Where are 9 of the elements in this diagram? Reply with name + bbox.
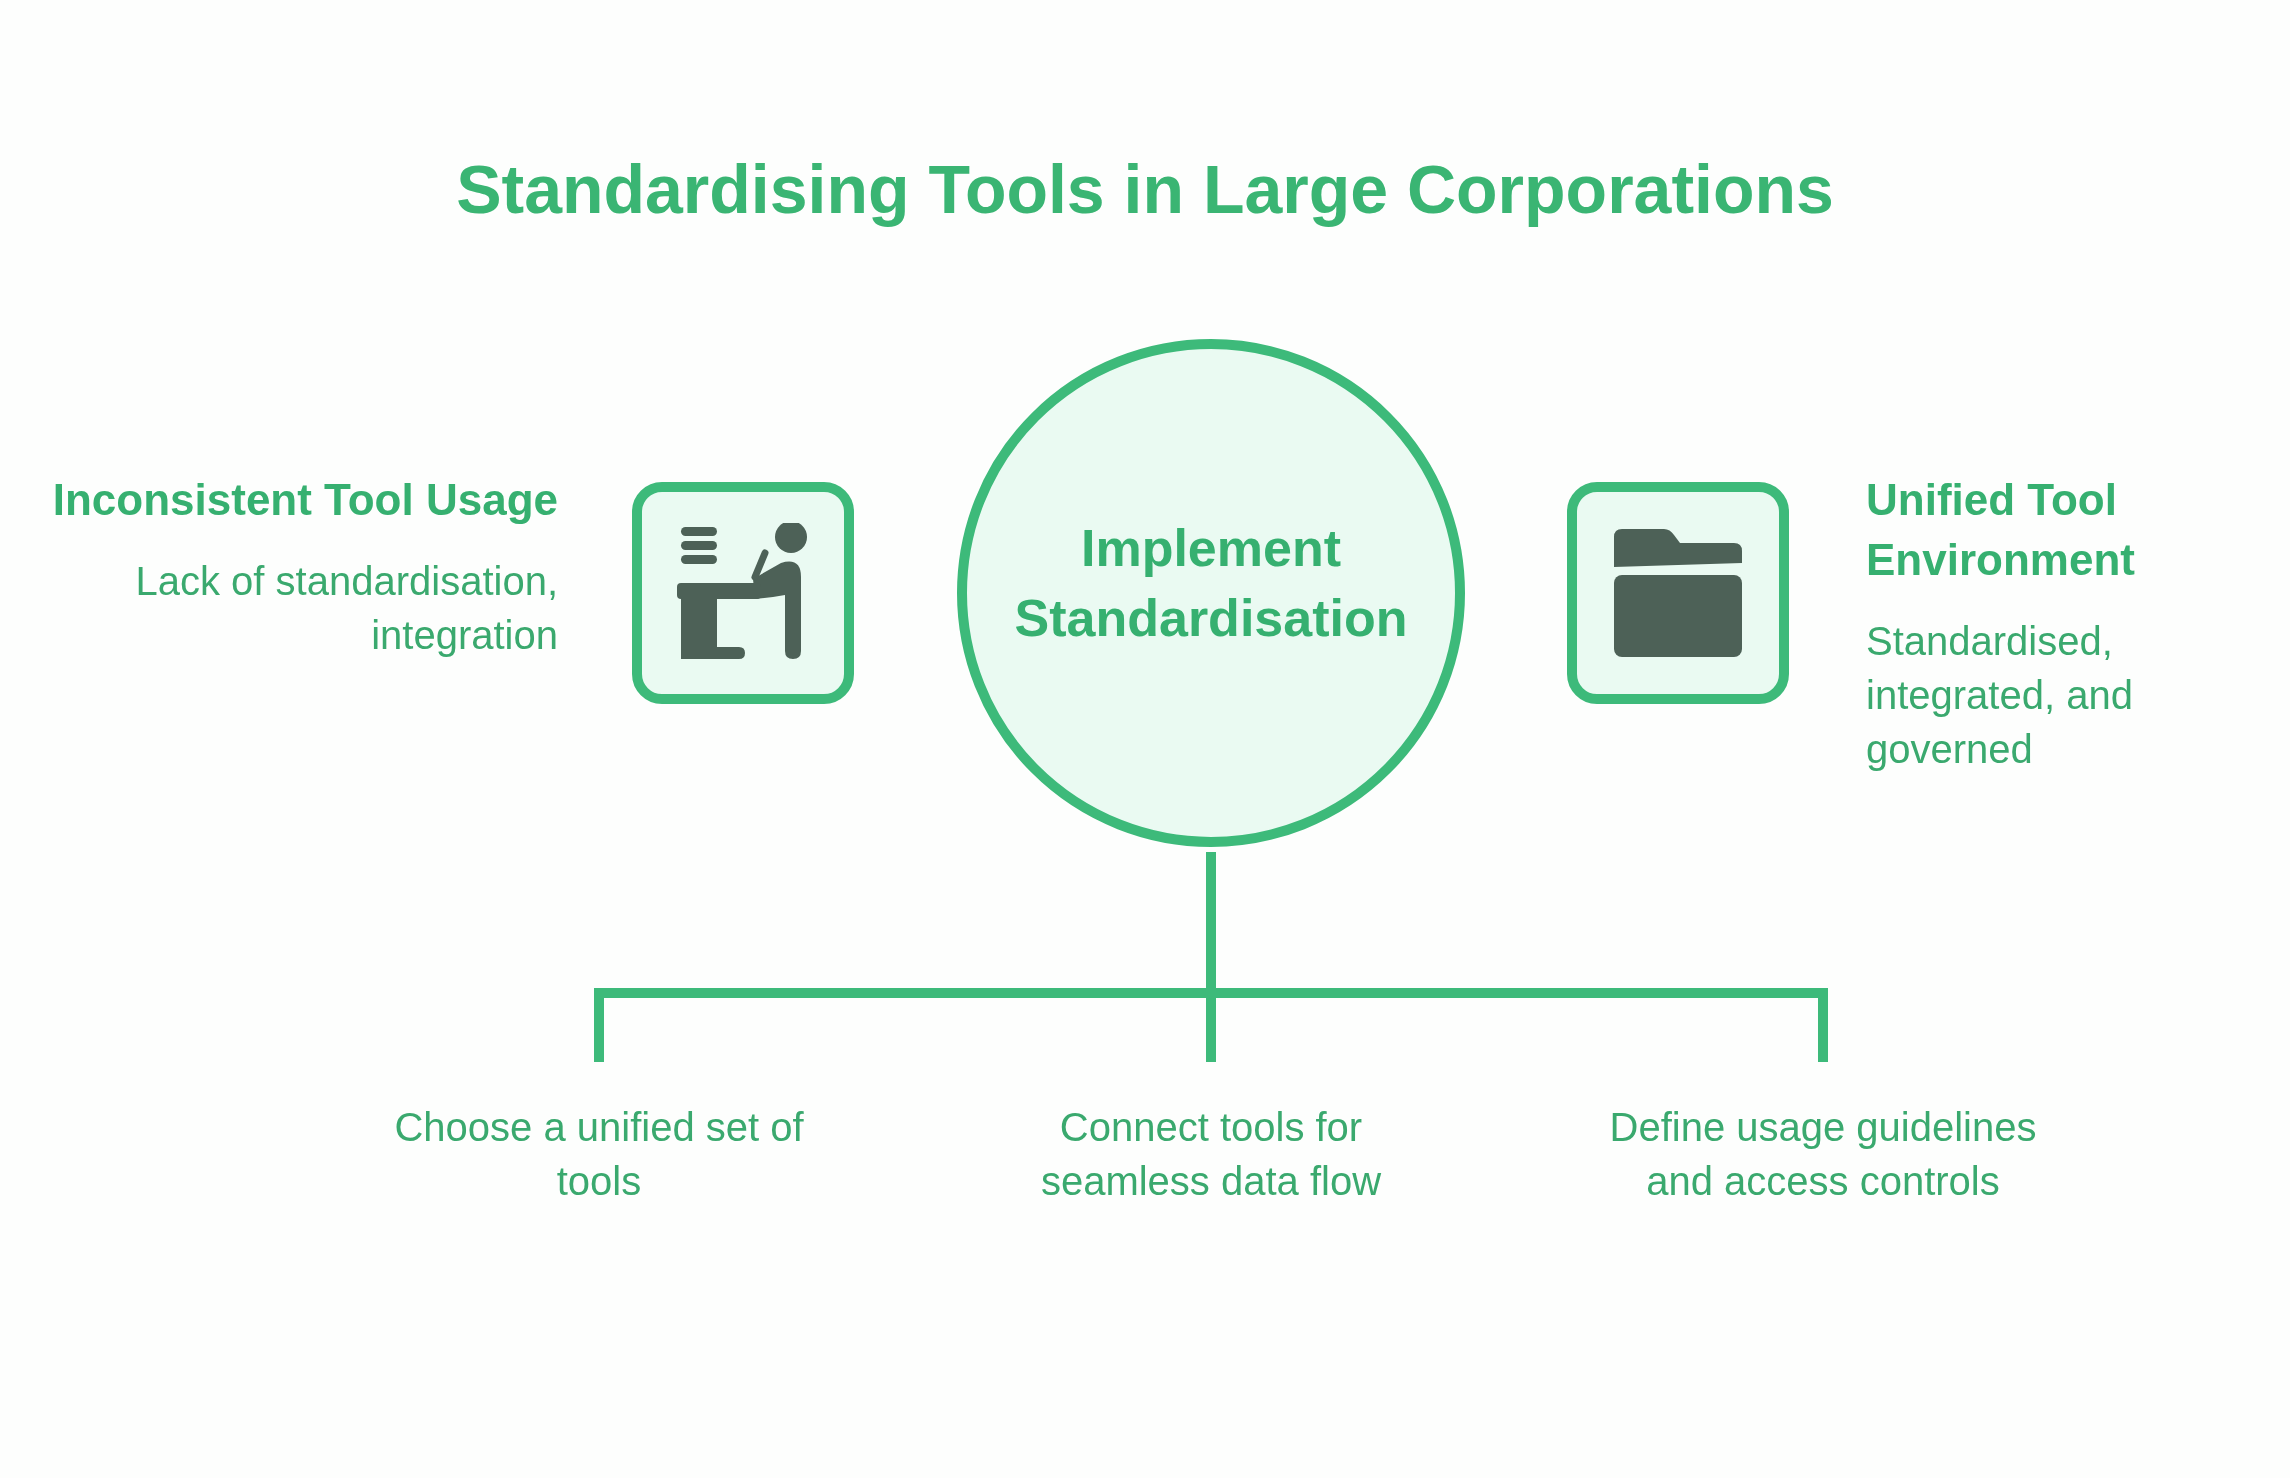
center-circle: Implement Standardisation [957, 339, 1465, 847]
step-text: Choose a unified set of tools [349, 1062, 849, 1208]
description: Lack of standardisation, integration [134, 558, 558, 659]
step-text: Connect tools for seamless data flow [1001, 1062, 1421, 1208]
step-text: Define usage guidelines and access controls [1573, 1062, 2073, 1208]
heading: Inconsistent Tool Usage [51, 474, 558, 526]
heading: Unified Tool Environment [1866, 474, 2136, 586]
description: Standardised, integrated, and governed [1866, 618, 2134, 773]
title: Standardising Tools in Large Corporations [455, 150, 1835, 228]
